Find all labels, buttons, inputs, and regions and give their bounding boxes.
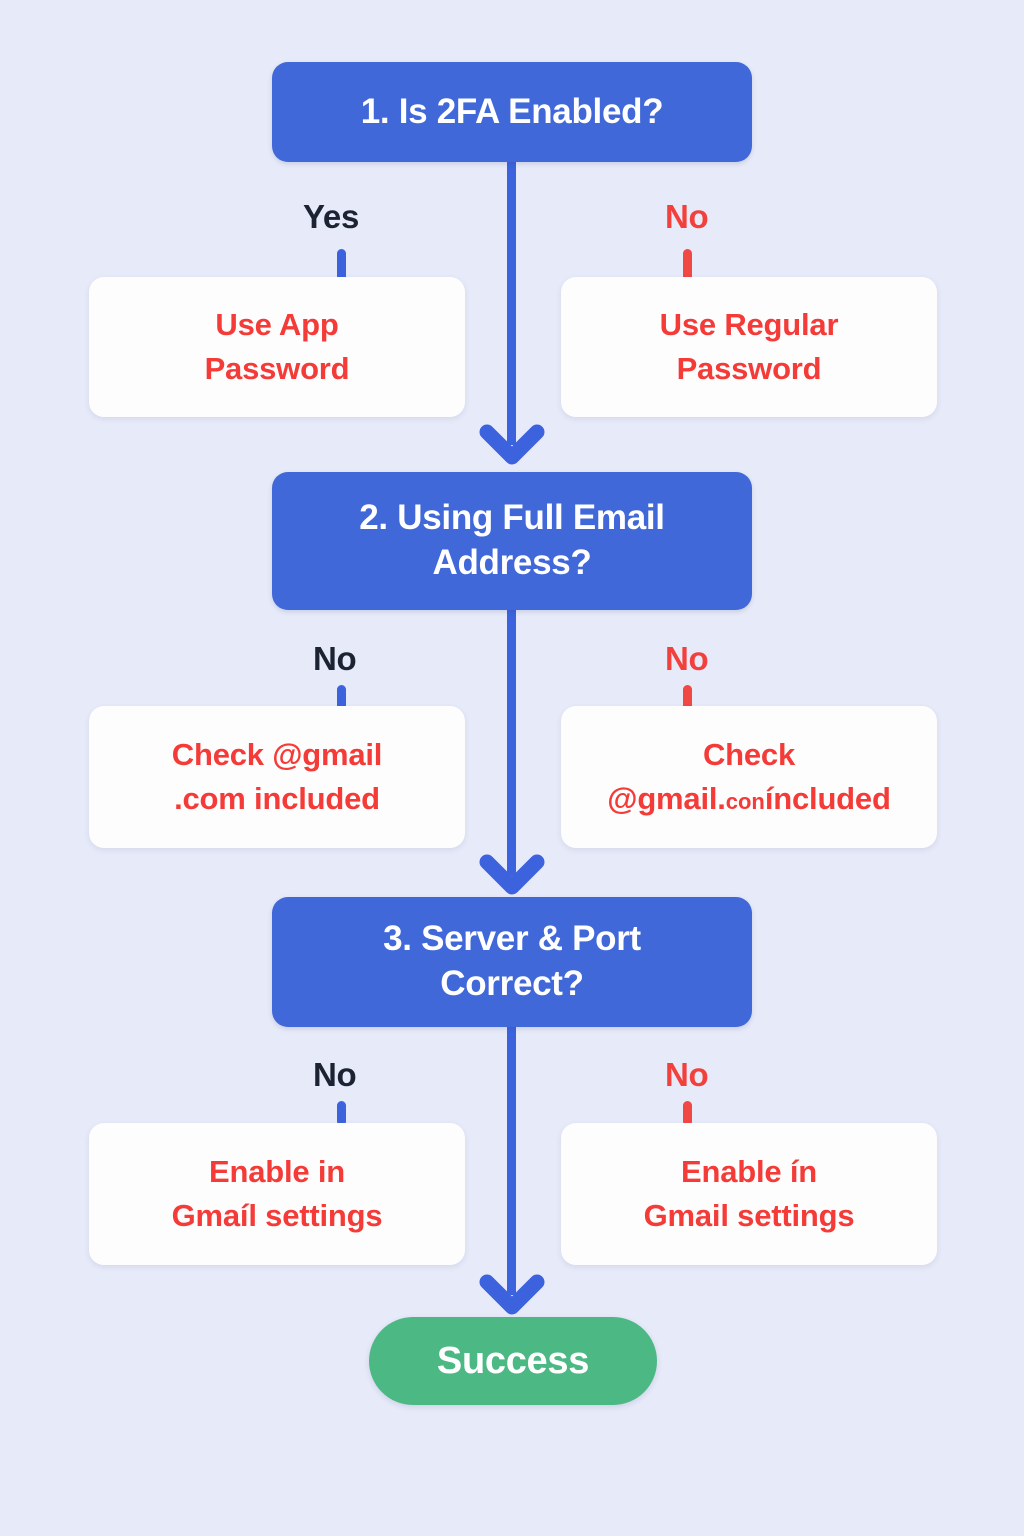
connector-stub-right-2: [683, 685, 692, 710]
connector-stub-right-1: [683, 249, 692, 281]
action-text-line: Use Regular: [659, 306, 839, 342]
action-node-3-right[interactable]: Enable ín Gmail settings: [561, 1123, 937, 1265]
branch-label-no-1: No: [665, 198, 709, 235]
action-node-1-right-text: Use Regular Password: [660, 303, 839, 391]
branch-label-no-2-left: No: [313, 640, 357, 677]
decision-text-line: 3. Server & Port: [383, 919, 641, 959]
branch-label-no-3-left: No: [313, 1056, 357, 1093]
decision-text-line: Address?: [432, 543, 592, 582]
action-text-line: íncluded: [764, 781, 891, 816]
connector-spine-3: [507, 1027, 516, 1295]
action-text-line: Use App: [215, 306, 339, 342]
action-node-2-left[interactable]: Check @gmail .com included: [89, 706, 465, 848]
decision-text-line: 2. Using Full Email: [359, 498, 665, 538]
action-node-3-right-text: Enable ín Gmail settings: [644, 1150, 855, 1238]
action-node-3-left-text: Enable in Gmaíl settings: [172, 1150, 383, 1238]
connector-stub-left-3: [337, 1101, 346, 1126]
action-text-small: con: [725, 789, 765, 814]
arrowhead-to-success: [479, 1274, 545, 1315]
action-text-line: Check: [702, 736, 796, 772]
decision-text-line: Correct?: [440, 964, 584, 1003]
connector-stub-left-1: [337, 249, 346, 281]
decision-node-2[interactable]: 2. Using Full Email Address?: [272, 472, 752, 610]
action-text-line: Check @gmail: [171, 736, 383, 772]
action-text-line: @gmail.: [607, 781, 726, 816]
decision-node-3[interactable]: 3. Server & Port Correct?: [272, 897, 752, 1027]
action-text-line: Password: [204, 351, 350, 386]
action-node-1-left[interactable]: Use App Password: [89, 277, 465, 417]
branch-label-no-2-right: No: [665, 640, 709, 677]
decision-node-1-label: 1. Is 2FA Enabled?: [360, 91, 664, 131]
branch-label-yes-1: Yes: [303, 198, 359, 235]
connector-spine-1: [507, 160, 516, 445]
terminal-node-label: Success: [436, 1339, 590, 1382]
action-text-line: Password: [676, 351, 822, 386]
action-node-2-right[interactable]: Check @gmail.coníncluded: [561, 706, 937, 848]
action-node-1-left-text: Use App Password: [205, 303, 350, 391]
decision-node-2-label: 2. Using Full Email Address?: [359, 496, 665, 586]
action-text-line: Enable ín: [680, 1153, 817, 1189]
arrowhead-to-decision-2: [479, 424, 545, 465]
action-text-line: Gmaíl settings: [171, 1198, 383, 1233]
branch-label-no-3-right: No: [665, 1056, 709, 1093]
action-node-1-right[interactable]: Use Regular Password: [561, 277, 937, 417]
action-text-line: Enable in: [208, 1153, 345, 1189]
terminal-node-success[interactable]: Success: [369, 1317, 657, 1405]
action-node-3-left[interactable]: Enable in Gmaíl settings: [89, 1123, 465, 1265]
action-node-2-right-text: Check @gmail.coníncluded: [607, 733, 891, 821]
connector-stub-right-3: [683, 1101, 692, 1126]
action-text-line: Gmail settings: [643, 1198, 855, 1233]
decision-node-3-label: 3. Server & Port Correct?: [383, 917, 641, 1007]
decision-node-1[interactable]: 1. Is 2FA Enabled?: [272, 62, 752, 162]
action-node-2-left-text: Check @gmail .com included: [171, 733, 383, 821]
connector-spine-2: [507, 608, 516, 876]
connector-stub-left-2: [337, 685, 346, 710]
action-text-line: .com included: [174, 781, 380, 816]
arrowhead-to-decision-3: [479, 854, 545, 895]
